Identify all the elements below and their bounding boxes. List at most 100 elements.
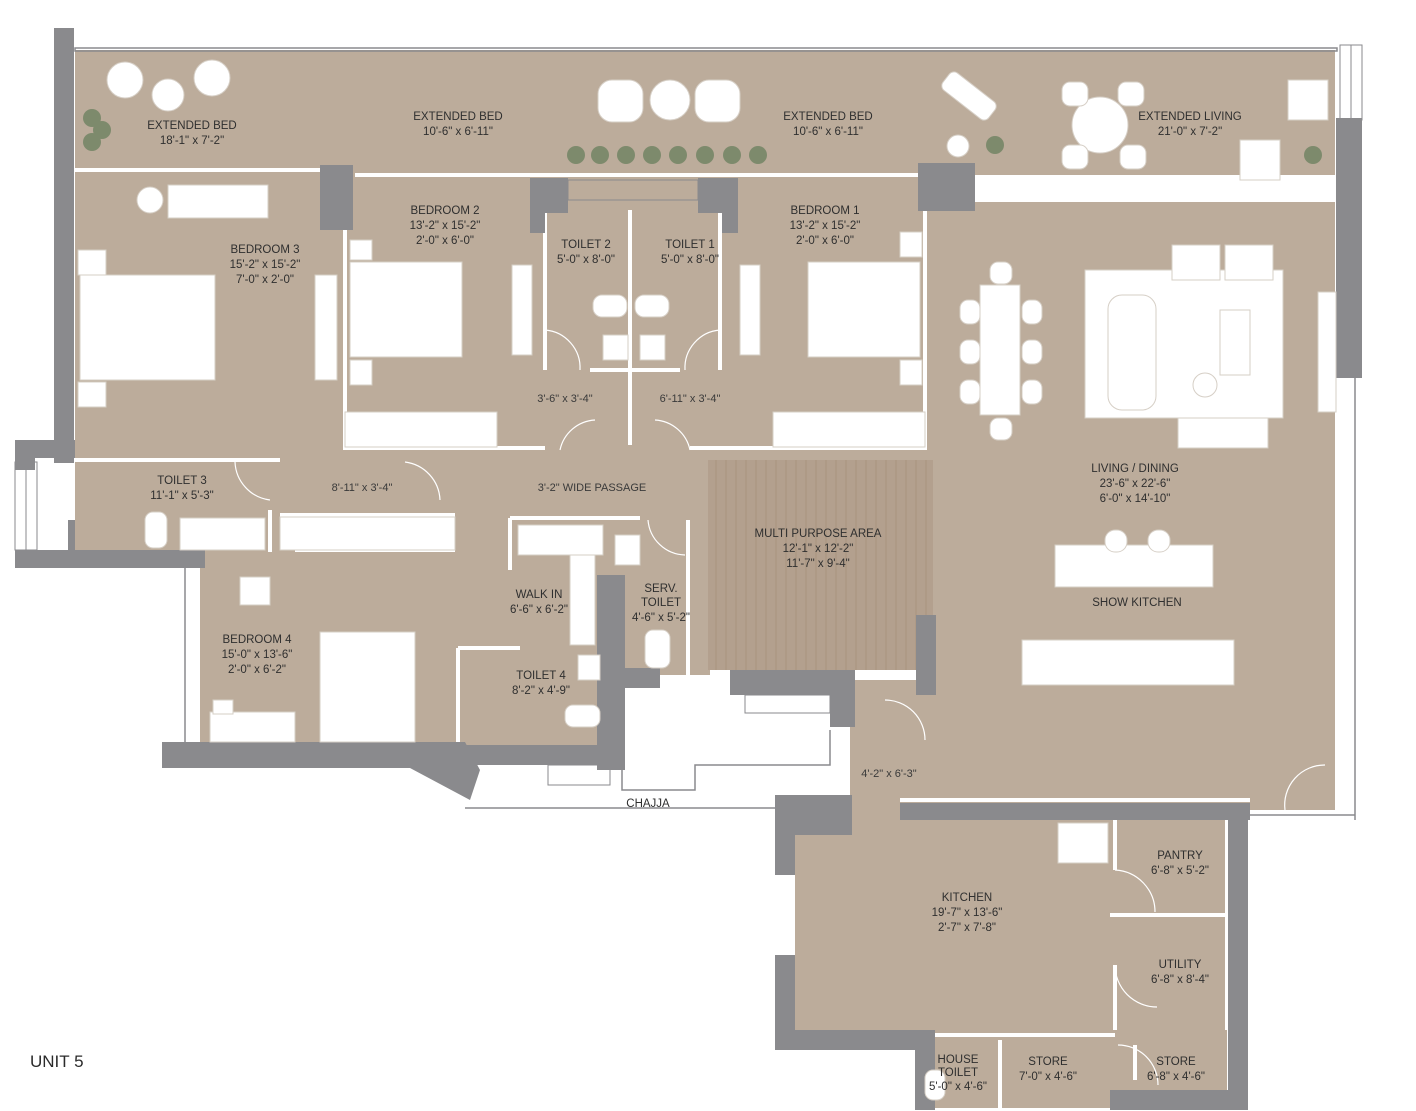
armchair [1287,79,1329,121]
plant [1304,146,1322,164]
furniture [77,59,1337,1101]
plant [986,136,1004,154]
room-dims: 5'-0" x 8'-0" [557,254,615,266]
room-dims: 7'-0" x 2'-0" [236,274,294,286]
armchair [694,79,741,123]
outline-balcony [74,47,1338,52]
room-dims: 10'-6" x 6'-11" [423,126,493,138]
nightstand [899,359,923,386]
dining-chair [959,379,981,405]
door-swing [654,419,691,451]
basin [602,334,629,361]
bed [349,261,463,358]
wc [144,511,168,549]
chajja-outline-step [621,730,831,791]
door-swings [234,329,1326,1086]
desk [167,184,269,219]
door-swing [1114,869,1156,913]
window-serv [744,694,831,714]
wall-south-store [1110,1090,1245,1110]
room-name: TOILET 2 [561,239,610,251]
label-show-kitchen: SHOW KITCHEN [1092,597,1181,609]
room-dims: TOILET [641,597,681,609]
label-passage-c: 6'-11" x 3'-4" [660,393,721,405]
room-name: EXTENDED LIVING [1138,111,1242,123]
wall-sw-base [15,550,205,568]
room-dims: 12'-1" x 12'-2" [783,543,854,555]
bed [79,274,216,381]
tv-unit [511,264,533,356]
room-name: BEDROOM 2 [410,205,479,217]
wc [644,629,671,669]
plant [696,146,714,164]
room-dims: 6'-8" x 5'-2" [1151,865,1209,877]
nightstand [349,359,373,386]
dining-chair [1021,379,1043,405]
plant [749,146,767,164]
lounger [941,71,997,121]
nightstand [77,381,107,408]
room-dims: TOILET [938,1067,978,1079]
room-dims: 21'-0" x 7'-2" [1158,126,1222,138]
room-dims: 15'-2" x 15'-2" [230,259,301,271]
label-wide-passage: 3'-2" WIDE PASSAGE [538,482,647,494]
basin [577,654,601,681]
nightstand [349,239,373,261]
column-mid-west-post [530,178,545,233]
label-passage-b: 3'-6" x 3'-4" [537,393,593,405]
vanity [179,517,266,551]
round-table [1071,96,1129,154]
door-swing [1284,764,1326,811]
room-dims: 11'-1" x 5'-3" [150,490,213,502]
door-swing [684,329,721,371]
room-dims: 19'-7" x 13'-6" [932,907,1003,919]
bed [319,631,416,743]
dresser [209,711,296,743]
room-name: EXTENDED BED [147,120,236,132]
door-swing [647,519,686,556]
fridge [1057,822,1109,864]
armchair [1171,244,1221,281]
tv-unit [739,264,761,356]
chair [1117,81,1145,107]
room-dims: 5'-0" x 8'-0" [661,254,719,266]
room-name: LIVING / DINING [1091,463,1179,475]
room-dims: 8'-2" x 4'-9" [512,685,570,697]
multi-purpose-stripes [715,460,927,670]
tv-console [1219,309,1251,376]
wc [592,294,628,318]
table [151,78,185,112]
chair [193,59,231,97]
bar-stool [1104,529,1128,553]
wall-west-step-v [15,440,35,470]
plant [591,146,609,164]
room-dims: 2'-0" x 6'-0" [796,235,854,247]
dining-table [979,284,1021,416]
label-toilet-2: TOILET 2 5'-0" x 8'-0" [557,239,615,266]
outline-lines [74,47,1356,820]
wall-kitchen-top-bar [900,803,1250,820]
nightstand [77,249,107,276]
room-name: STORE [1028,1056,1068,1068]
chair [1061,144,1089,170]
door-swing [1117,1044,1159,1086]
wall-foyer-pier [830,670,855,727]
walkin-shelf [517,524,604,556]
wall-west [54,28,74,463]
unit-title: UNIT 5 [30,1052,84,1071]
room-name: SERV. [644,583,677,595]
wardrobe [279,516,456,551]
label-passage-a: 8'-11" x 3'-4" [332,482,393,494]
bench [1177,417,1269,449]
nightstand [899,231,923,258]
room-dims: 10'-6" x 6'-11" [793,126,863,138]
plant [83,109,101,127]
wall-toilet4-south [462,745,622,765]
